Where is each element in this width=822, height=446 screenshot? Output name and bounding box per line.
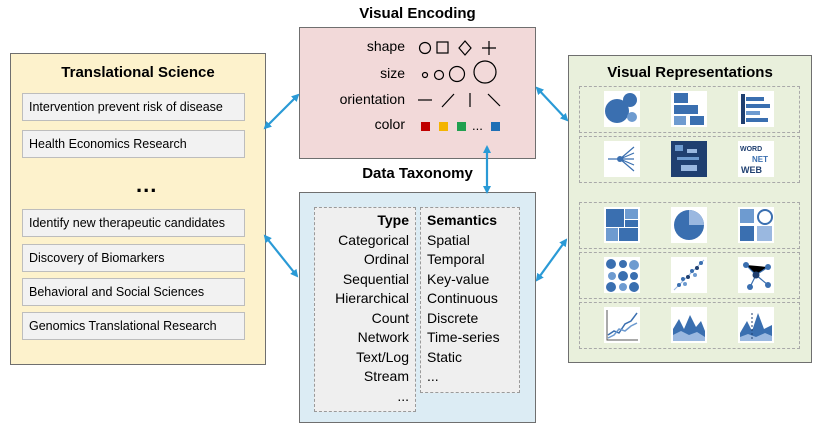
dense-pixel-thumbnail — [671, 141, 707, 177]
type-item: Ordinal — [363, 251, 409, 267]
semantics-item: Continuous — [427, 290, 498, 306]
type-item: ... — [397, 387, 409, 404]
representation-row — [579, 302, 800, 349]
representation-row — [579, 86, 800, 133]
tree-thumbnail — [604, 141, 640, 177]
ts-item-intervention: Intervention prevent risk of disease — [22, 93, 245, 121]
size-large-icon — [448, 65, 466, 83]
orientation-diagonal-icon — [441, 93, 455, 108]
type-header: Type — [377, 212, 409, 228]
ts-ellipsis: ... — [136, 172, 158, 197]
type-item: Text/Log — [356, 348, 409, 365]
diamond-shape-icon — [458, 40, 472, 56]
orientation-backslash-icon — [487, 93, 501, 107]
representation-row: WORD NET WEB — [579, 136, 800, 183]
color-swatch-blue — [491, 122, 500, 131]
type-item: Categorical — [338, 231, 409, 248]
size-xlarge-icon — [473, 60, 497, 84]
ts-item-health-economics: Health Economics Research — [22, 130, 245, 158]
bubble-grid-thumbnail — [604, 257, 640, 293]
network-graph-thumbnail — [738, 257, 774, 293]
semantics-item: Temporal — [427, 251, 485, 267]
arrow-encoding-representations — [535, 86, 569, 122]
visual-encoding-panel: shape size orientation color ... — [299, 27, 536, 159]
semantics-item: Key-value — [427, 270, 490, 287]
translational-science-title: Translational Science — [61, 64, 215, 81]
color-swatch-green — [457, 122, 466, 131]
visual-representations-title: Visual Representations — [607, 64, 773, 81]
encoding-label-orientation: orientation — [339, 91, 405, 107]
word-net-web-thumbnail: WORD NET WEB — [738, 141, 774, 177]
semantics-column: Semantics Spatial Temporal Key-value Con… — [420, 207, 520, 393]
circle-packing-thumbnail — [604, 91, 640, 127]
line-chart-thumbnail — [604, 307, 640, 343]
representation-row — [579, 202, 800, 249]
data-taxonomy-title: Data Taxonomy — [362, 165, 473, 182]
ts-item-behavioral: Behavioral and Social Sciences — [22, 278, 245, 306]
color-swatch-red — [421, 122, 430, 131]
semantics-item: Discrete — [427, 309, 479, 326]
scatter-thumbnail — [671, 257, 707, 293]
visual-representations-panel: Visual Representations — [568, 55, 812, 363]
color-ellipsis: ... — [472, 118, 483, 133]
type-item: Stream — [363, 368, 409, 384]
type-item: Count — [371, 309, 409, 326]
size-small-icon — [421, 71, 429, 79]
square-shape-icon — [436, 41, 449, 54]
small-multiples-thumbnail — [738, 207, 774, 243]
semantics-item: Static — [427, 348, 463, 365]
circle-shape-icon — [418, 41, 432, 55]
color-swatch-yellow — [439, 122, 448, 131]
ts-item-therapeutic: Identify new therapeutic candidates — [22, 209, 245, 237]
encoding-label-color: color — [374, 116, 405, 132]
encoding-glyphs: ... — [418, 40, 501, 133]
svg-text:WEB: WEB — [741, 165, 762, 175]
size-medium-icon — [433, 69, 445, 81]
data-taxonomy-panel: Type Categorical Ordinal Sequential Hier… — [299, 192, 536, 423]
arrow-science-encoding — [263, 93, 300, 130]
stacked-area-thumbnail — [738, 307, 774, 343]
ts-item-biomarkers: Discovery of Biomarkers — [22, 244, 245, 272]
translational-science-panel: Translational Science Intervention preve… — [10, 53, 266, 365]
bar-list-thumbnail — [738, 91, 774, 127]
representation-row — [579, 252, 800, 299]
treemap-thumbnail — [604, 207, 640, 243]
encoding-label-size: size — [380, 65, 405, 81]
arrow-science-taxonomy — [263, 234, 299, 278]
pie-chart-thumbnail — [671, 207, 707, 243]
semantics-item: Spatial — [427, 231, 470, 248]
type-item: Network — [357, 329, 409, 345]
svg-text:WORD: WORD — [740, 146, 762, 153]
area-chart-thumbnail — [671, 307, 707, 343]
type-column: Type Categorical Ordinal Sequential Hier… — [314, 207, 416, 412]
arrow-taxonomy-representations — [535, 238, 568, 282]
svg-text:NET: NET — [752, 155, 768, 164]
encoding-label-shape: shape — [366, 38, 405, 54]
plus-shape-icon — [482, 41, 496, 55]
semantics-item: Time-series — [427, 329, 500, 345]
ts-item-genomics: Genomics Translational Research — [22, 312, 245, 340]
type-item: Sequential — [342, 270, 409, 287]
semantics-header: Semantics — [427, 212, 498, 228]
type-item: Hierarchical — [335, 290, 409, 306]
semantics-item: ... — [427, 368, 439, 384]
icicle-thumbnail — [671, 91, 707, 127]
visual-encoding-title: Visual Encoding — [359, 5, 476, 22]
